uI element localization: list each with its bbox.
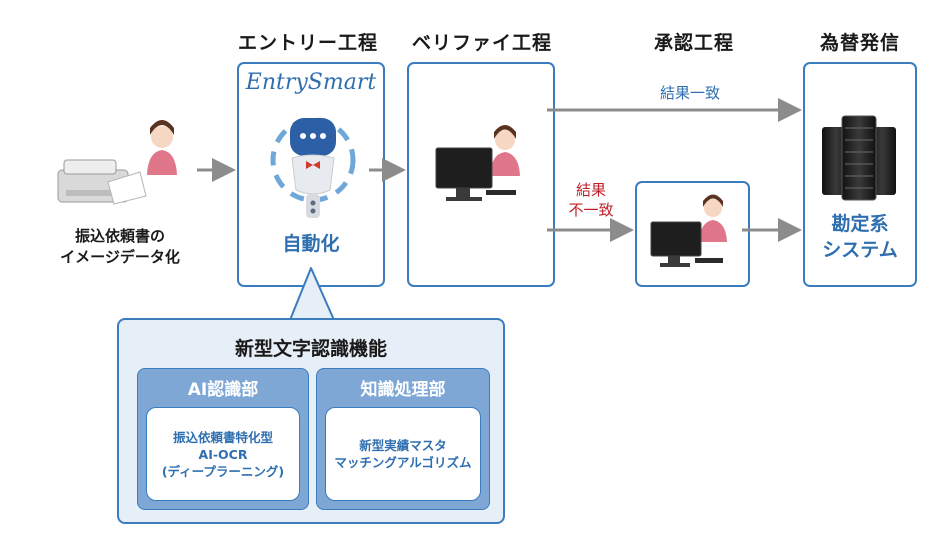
flow-arrows (197, 98, 802, 242)
operator-person-icon (147, 120, 177, 175)
ai-recognition-line-1: 振込依頼書特化型 (172, 429, 273, 445)
knowledge-processing-line-2: マッチングアルゴリズム (334, 455, 472, 470)
ai-recognition-line-3: (ディープラーニング) (161, 463, 285, 479)
ai-recognition-line-2: AI-OCR (198, 446, 248, 462)
panel-title: 新型文字認識機能 (234, 338, 387, 360)
ai-recognition-title: AI認識部 (187, 380, 259, 400)
source-caption-line-1: 振込依頼書の (74, 227, 165, 245)
verify-operator-icon (435, 125, 520, 201)
knowledge-processing-description: 新型実績マスタ マッチングアルゴリズム (325, 407, 481, 501)
ai-recognition-section: AI認識部 振込依頼書特化型 AI-OCR (ディープラーニング) (137, 368, 309, 510)
server-rack-icon (822, 115, 896, 201)
core-system-caption: 勘定系 システム (803, 211, 917, 263)
scanner-icon (57, 159, 147, 205)
knowledge-processing-section: 知識処理部 新型実績マスタ マッチングアルゴリズム (316, 368, 490, 510)
mismatch-result-line-1: 結果 (575, 181, 606, 199)
header-verify-process: ベリファイ工程 (411, 32, 552, 54)
mismatch-result-line-2: 不一致 (568, 201, 614, 219)
robot-icon (270, 117, 356, 218)
knowledge-processing-title: 知識処理部 (360, 380, 446, 400)
callout-pointer (289, 267, 335, 321)
header-exchange-sending: 為替発信 (819, 32, 900, 54)
entrysmart-logo: EntrySmart (245, 70, 377, 95)
knowledge-processing-line-1: 新型実績マスタ (359, 438, 447, 453)
match-result-label: 結果一致 (659, 84, 720, 102)
mismatch-result-label: 結果 不一致 (556, 180, 626, 220)
header-approval-process: 承認工程 (653, 32, 734, 54)
header-entry-process: エントリー工程 (237, 32, 378, 54)
ai-recognition-description: 振込依頼書特化型 AI-OCR (ディープラーニング) (146, 407, 300, 501)
character-recognition-panel: 新型文字認識機能 AI認識部 振込依頼書特化型 AI-OCR (ディープラーニン… (117, 318, 505, 524)
approval-operator-icon (650, 194, 727, 267)
core-system-caption-line-2: システム (822, 239, 898, 261)
automation-caption: 自動化 (282, 233, 340, 255)
core-system-caption-line-1: 勘定系 (831, 213, 889, 235)
source-caption: 振込依頼書の イメージデータ化 (40, 226, 200, 268)
source-caption-line-2: イメージデータ化 (60, 248, 180, 266)
